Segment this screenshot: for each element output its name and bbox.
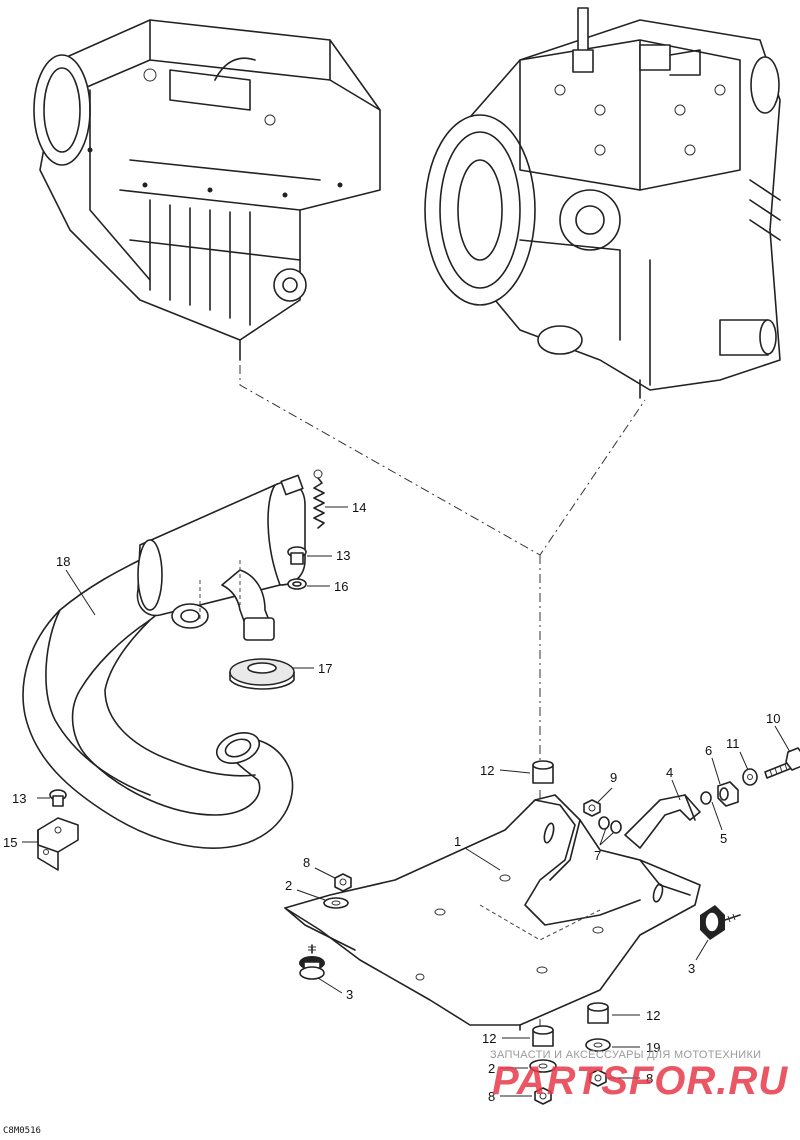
callout-10: 10 (766, 711, 780, 726)
callout-19: 19 (646, 1040, 660, 1055)
washer-2-top (323, 897, 349, 909)
watermark-tagline: ЗАПЧАСТИ И АКСЕССУАРЫ ДЛЯ МОТОТЕХНИКИ (490, 1049, 761, 1061)
callout-11: 11 (726, 736, 740, 751)
screw-13-left (49, 789, 67, 807)
callout-18: 18 (56, 554, 70, 569)
washer-19 (585, 1038, 611, 1052)
lockwashers-7 (598, 816, 622, 834)
callout-13-left: 13 (12, 791, 26, 806)
callout-1: 1 (454, 834, 461, 849)
callout-12-bottom: 12 (482, 1031, 496, 1046)
callout-12-right: 12 (646, 1008, 660, 1023)
callout-labels: 14 13 16 17 18 13 15 12 1 9 7 4 5 6 11 1… (3, 500, 780, 1104)
callout-8-right: 8 (646, 1071, 653, 1086)
nut-8-right (589, 1069, 607, 1087)
callout-5: 5 (720, 831, 727, 846)
washer-2-bottom (529, 1059, 557, 1073)
callout-6: 6 (705, 743, 712, 758)
bracket-15 (37, 817, 79, 871)
engine-side-view (33, 19, 381, 361)
spacer-12-bottom (532, 1025, 554, 1047)
bracket-4 (624, 794, 701, 849)
spacer-5 (700, 791, 712, 805)
callout-8-top: 8 (303, 855, 310, 870)
support-plate (284, 794, 701, 1031)
callout-3-left: 3 (346, 987, 353, 1002)
nut-9 (583, 799, 601, 817)
rubber-mount-3-left (299, 944, 325, 980)
callout-7: 7 (594, 848, 601, 863)
callout-15: 15 (3, 835, 17, 850)
callout-8-bottom: 8 (488, 1089, 495, 1104)
bushing-6 (717, 781, 739, 807)
muffler-assembly (22, 474, 306, 849)
engine-front-view (424, 7, 781, 399)
callout-2-top: 2 (285, 878, 292, 893)
callout-4: 4 (666, 765, 673, 780)
callout-17: 17 (318, 661, 332, 676)
washer-16 (287, 578, 307, 590)
diagram-code: C8M0516 (3, 1126, 41, 1136)
callout-13-top: 13 (336, 548, 350, 563)
watermark-logo: PARTSFOR.RU (492, 1059, 788, 1103)
bolt-10 (764, 747, 800, 779)
leader-lines (22, 506, 791, 1097)
rubber-mount-3-right (700, 905, 741, 940)
spacer-12-top (532, 760, 554, 784)
nut-8-bottom (534, 1087, 552, 1105)
grommet-17 (229, 658, 295, 690)
callout-12-top: 12 (480, 763, 494, 778)
callout-14: 14 (352, 500, 366, 515)
callout-3-right: 3 (688, 961, 695, 976)
watermark: ЗАПЧАСТИ И АКСЕССУАРЫ ДЛЯ МОТОТЕХНИКИ PA… (490, 1049, 788, 1103)
spacer-12-right (587, 1002, 609, 1024)
spring (313, 469, 325, 529)
callout-16: 16 (334, 579, 348, 594)
screw-13-top (287, 546, 307, 565)
callout-9: 9 (610, 770, 617, 785)
washer-11 (742, 768, 758, 786)
nut-8-top (334, 873, 352, 892)
callout-2-bottom: 2 (488, 1061, 495, 1076)
